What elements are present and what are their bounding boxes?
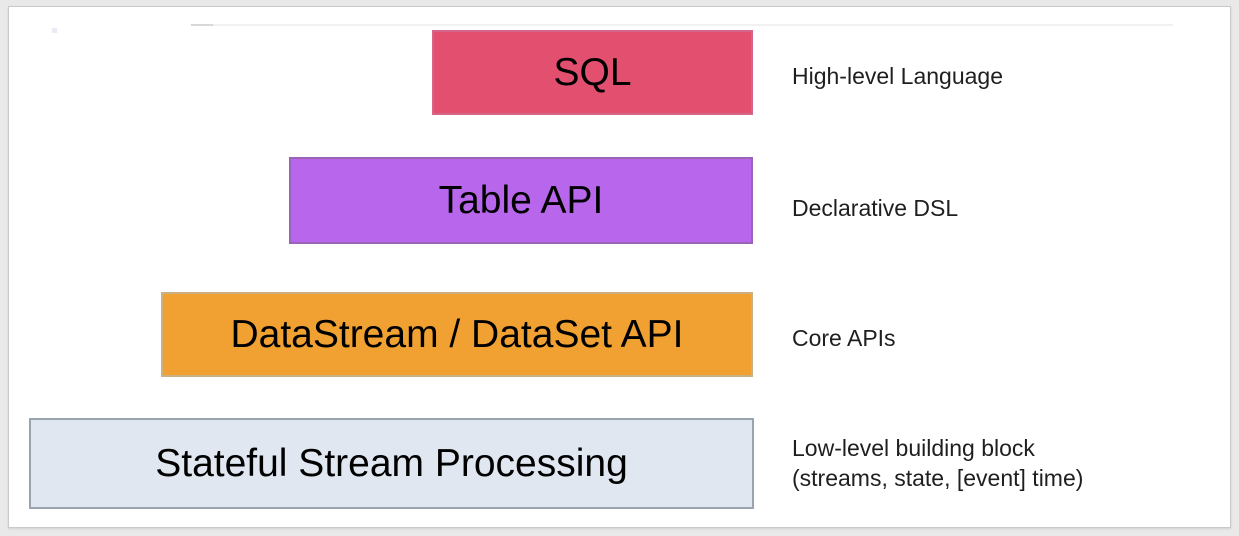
layer-box-stateful-stream-processing[interactable]: Stateful Stream Processing bbox=[29, 418, 754, 509]
corner-marker bbox=[52, 28, 57, 33]
layer-description-datastream: Core APIs bbox=[792, 325, 896, 351]
layer-description-stateful-stream-processing: Low-level building block (streams, state… bbox=[792, 435, 1084, 491]
layer-description-sql: High-level Language bbox=[792, 63, 1003, 89]
layer-box-sql[interactable]: SQL bbox=[432, 30, 753, 115]
top-divider-stub bbox=[191, 24, 213, 26]
top-divider bbox=[191, 24, 1173, 26]
layer-box-table-api[interactable]: Table API bbox=[289, 157, 753, 244]
layer-description-table-api: Declarative DSL bbox=[792, 195, 959, 221]
diagram-card: SQL High-level Language Table API Declar… bbox=[8, 6, 1231, 528]
layer-box-datastream[interactable]: DataStream / DataSet API bbox=[161, 292, 753, 377]
